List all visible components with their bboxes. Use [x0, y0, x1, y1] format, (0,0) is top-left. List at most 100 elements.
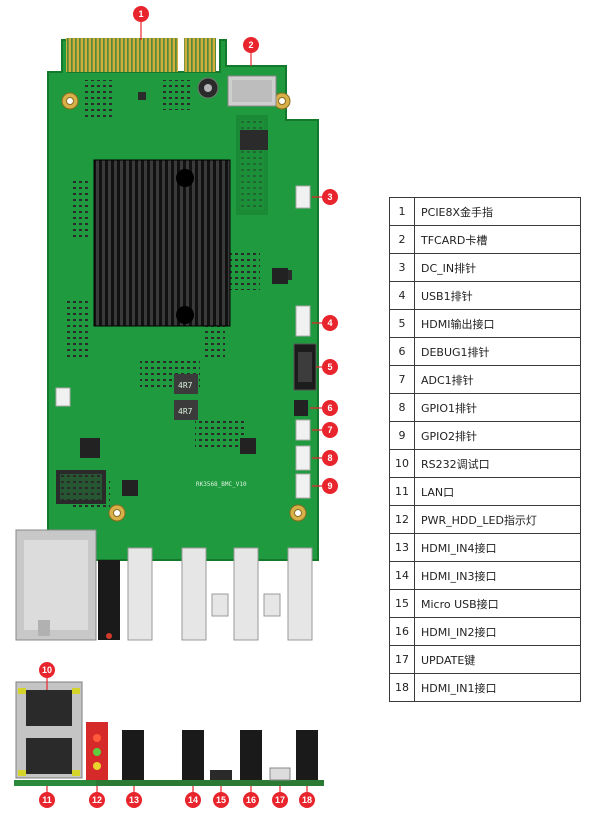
- svg-text:4R7: 4R7: [178, 381, 193, 390]
- callout-9: 9: [322, 478, 338, 494]
- callout-7: 7: [322, 422, 338, 438]
- capacitor: [197, 77, 219, 99]
- callout-17: 17: [272, 792, 288, 808]
- battery-header: [55, 387, 71, 407]
- board-silkscreen: RK3568_BMC_V10: [196, 481, 247, 488]
- heatsink: [93, 159, 231, 327]
- hdmi-side-ports: [127, 547, 313, 641]
- legend-label: PCIE8X金手指: [414, 197, 581, 226]
- legend-number: 17: [389, 645, 415, 674]
- svg-text:2: 2: [248, 40, 253, 50]
- inductor-2: 4R7: [174, 400, 198, 420]
- legend-label: USB1排针: [414, 281, 581, 310]
- legend-number: 14: [389, 561, 415, 590]
- legend-label: ADC1排针: [414, 365, 581, 394]
- mounting-holes: [61, 92, 307, 522]
- rs232-module: [56, 470, 106, 504]
- hdmi-ports-front: [122, 730, 318, 780]
- svg-text:7: 7: [327, 425, 332, 435]
- callout-18: 18: [299, 792, 315, 808]
- ic-chips: [80, 268, 288, 496]
- svg-text:9: 9: [327, 481, 332, 491]
- svg-text:4R7: 4R7: [178, 407, 193, 416]
- legend-label: DEBUG1排针: [414, 337, 581, 366]
- svg-text:17: 17: [275, 795, 285, 805]
- micro-usb-front: [210, 770, 232, 780]
- tfcard-slot: [227, 75, 277, 107]
- svg-text:18: 18: [302, 795, 312, 805]
- legend-label: RS232调试口: [414, 449, 581, 478]
- hdmi-out-port: [293, 343, 317, 391]
- smd-components: [65, 80, 292, 510]
- gpio2-header: [295, 473, 311, 499]
- svg-text:15: 15: [216, 795, 226, 805]
- legend-label: HDMI_IN2接口: [414, 617, 581, 646]
- callout-3: 3: [322, 189, 338, 205]
- svg-text:16: 16: [246, 795, 256, 805]
- legend-number: 7: [389, 365, 415, 394]
- pcie-gold-fingers: [66, 38, 178, 72]
- legend-label: HDMI_IN4接口: [414, 533, 581, 562]
- callout-12: 12: [89, 792, 105, 808]
- callout-5: 5: [322, 359, 338, 375]
- svg-text:10: 10: [42, 665, 52, 675]
- callout-10: 10: [39, 662, 55, 678]
- legend-number: 11: [389, 477, 415, 506]
- lan-port-front: [15, 681, 83, 779]
- callout-14: 14: [185, 792, 201, 808]
- lan-jack-side: [15, 529, 97, 641]
- callout-11: 11: [39, 792, 55, 808]
- legend-number: 8: [389, 393, 415, 422]
- led-pipe-side: [98, 560, 120, 640]
- legend-label: HDMI输出接口: [414, 309, 581, 338]
- legend-label: HDMI_IN1接口: [414, 673, 581, 702]
- front-panel: [14, 780, 324, 786]
- callout-4: 4: [322, 315, 338, 331]
- callout-8: 8: [322, 450, 338, 466]
- legend-number: 16: [389, 617, 415, 646]
- svg-text:12: 12: [92, 795, 102, 805]
- legend-number: 13: [389, 533, 415, 562]
- svg-text:3: 3: [327, 192, 332, 202]
- callout-16: 16: [243, 792, 259, 808]
- inductor-1: 4R7: [174, 374, 198, 394]
- legend-number: 5: [389, 309, 415, 338]
- legend-number: 15: [389, 589, 415, 618]
- legend-number: 18: [389, 673, 415, 702]
- callout-15: 15: [213, 792, 229, 808]
- svg-text:11: 11: [42, 795, 52, 805]
- debug1-header: [294, 400, 308, 416]
- legend-number: 6: [389, 337, 415, 366]
- legend-label: DC_IN排针: [414, 253, 581, 282]
- callout-6: 6: [322, 400, 338, 416]
- led-indicator-front: [86, 722, 108, 780]
- legend-number: 12: [389, 505, 415, 534]
- legend-label: GPIO1排针: [414, 393, 581, 422]
- legend-label: PWR_HDD_LED指示灯: [414, 505, 581, 534]
- svg-text:5: 5: [327, 362, 332, 372]
- svg-text:13: 13: [129, 795, 139, 805]
- legend-label: TFCARD卡槽: [414, 225, 581, 254]
- svg-text:8: 8: [327, 453, 332, 463]
- legend-label: HDMI_IN3接口: [414, 561, 581, 590]
- legend-number: 10: [389, 449, 415, 478]
- legend-number: 9: [389, 421, 415, 450]
